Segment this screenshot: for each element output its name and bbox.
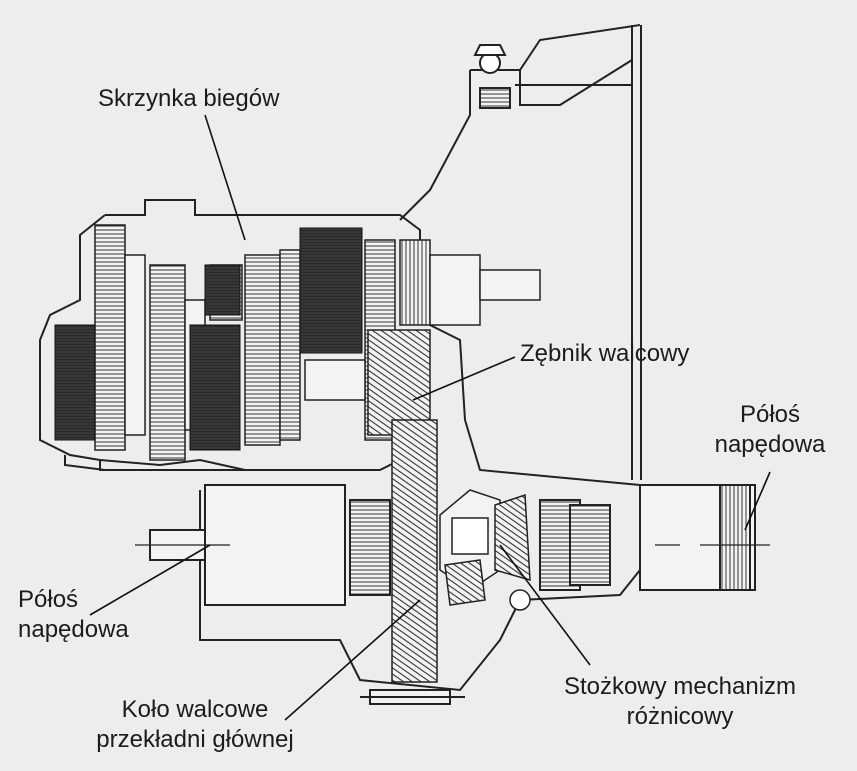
engine-housing xyxy=(399,24,642,480)
leader-half-shaft-left xyxy=(89,544,211,616)
label-half-shaft-right-line2: napędowa xyxy=(714,431,826,458)
leader-lines xyxy=(89,114,771,721)
label-half-shaft-left-line1: Półoś xyxy=(18,586,79,613)
label-bevel-differential: Stożkowy mechanizm różnicowy xyxy=(530,672,830,732)
mounting-bolt xyxy=(473,44,511,109)
label-half-shaft-left: Półoś napędowa xyxy=(18,585,129,645)
label-bevel-differential-line2: różnicowy xyxy=(626,703,734,730)
differential-assembly xyxy=(149,484,756,692)
label-half-shaft-right: Półoś napędowa xyxy=(700,400,840,460)
bevel-differential xyxy=(439,489,531,611)
synchronizer-gears xyxy=(54,227,363,451)
leader-gearbox xyxy=(204,114,246,241)
label-half-shaft-left-line2: napędowa xyxy=(18,616,129,643)
label-final-drive-gear-line2: przekładni głównej xyxy=(96,726,294,753)
leader-bevel-differential xyxy=(499,544,591,666)
label-gearbox: Skrzynka biegów xyxy=(98,85,280,112)
label-spur-pinion: Zębnik walcowy xyxy=(520,340,690,367)
label-half-shaft-right-line1: Półoś xyxy=(739,401,801,428)
label-final-drive-gear: Koło walcowe przekładni głównej xyxy=(70,695,320,755)
leader-final-drive-gear xyxy=(284,599,421,721)
label-bevel-differential-line1: Stożkowy mechanizm xyxy=(563,673,797,700)
final-drive-gears xyxy=(367,329,438,683)
bottom-bolt xyxy=(360,689,465,705)
label-final-drive-gear-line1: Koło walcowe xyxy=(121,696,269,723)
leader-half-shaft-right xyxy=(744,471,771,531)
gearbox-housing xyxy=(39,199,641,495)
leader-spur-pinion xyxy=(412,356,516,401)
